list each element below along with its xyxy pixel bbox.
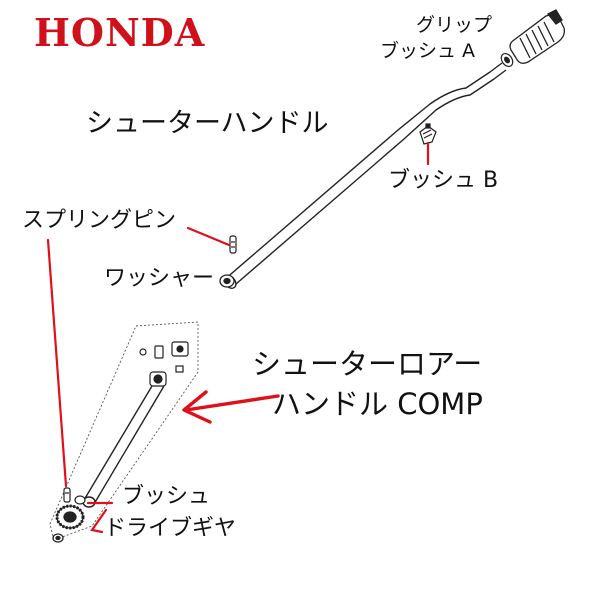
pointer-spring-pin — [186, 226, 231, 247]
label-grip: グリップ — [416, 14, 493, 36]
label-bush-b: ブッシュ B — [388, 168, 499, 193]
pointer-lines — [46, 141, 430, 534]
label-shooter-handle: シューターハンドル — [86, 108, 329, 139]
washer-part — [219, 274, 235, 288]
grip — [509, 9, 566, 64]
label-lower-handle-line1: シューターロアー — [252, 347, 483, 381]
honda-logo: HONDA — [34, 10, 206, 55]
bush-b-part — [419, 123, 437, 145]
bush-part — [74, 495, 86, 505]
label-lower-handle-line2: ハンドル COMP — [272, 387, 483, 421]
pointer-drive-gear — [90, 508, 108, 534]
label-bush: ブッシュ — [122, 484, 211, 509]
label-drive-gear: ドライブギヤ — [104, 516, 237, 541]
label-washer: ワッシャー — [104, 266, 215, 291]
spring-pin-upper — [229, 235, 237, 254]
label-spring-pin: スプリングピン — [22, 208, 177, 233]
drive-gear-part — [52, 504, 85, 543]
label-bush-a: ブッシュ A — [380, 40, 476, 62]
lower-handle-upper-fittings — [139, 341, 189, 387]
lower-handle-arrow — [182, 390, 280, 424]
bush-a-part — [500, 52, 514, 68]
lower-handle-outline — [49, 321, 199, 541]
pointer-spring-pin-lower — [46, 238, 68, 488]
spring-pin-lower — [63, 487, 71, 503]
